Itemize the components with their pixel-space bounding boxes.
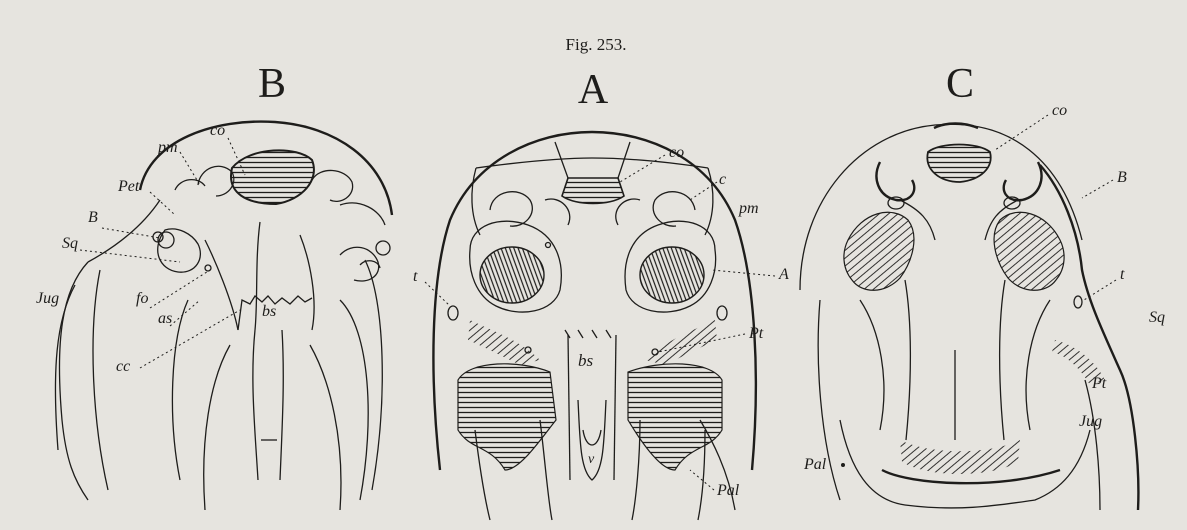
panel-b-letter: B bbox=[258, 61, 286, 107]
panel-a-palate-right bbox=[628, 364, 722, 470]
panel-a-skull-drawing bbox=[433, 132, 755, 520]
panel-c-label-co: co bbox=[1052, 102, 1067, 119]
panel-a-label-c: c bbox=[719, 171, 726, 188]
panel-a-right-orbit bbox=[640, 247, 704, 303]
panel-c-label-sq: Sq bbox=[1149, 309, 1165, 326]
panel-b-label-sq: Sq bbox=[62, 235, 78, 252]
panel-a-label-pt: Pt bbox=[748, 325, 764, 342]
panel-b-hatched-region bbox=[231, 150, 314, 204]
panel-c-letter: C bbox=[946, 61, 974, 107]
panel-c-label-jug: Jug bbox=[1079, 413, 1102, 430]
panel-b-label-pet: Pet bbox=[117, 178, 140, 195]
panel-b-label-b: B bbox=[88, 209, 98, 226]
panel-a-hatched-region bbox=[562, 178, 624, 204]
panel-a-label-t: t bbox=[413, 268, 418, 285]
panel-a-label-a: A bbox=[778, 266, 789, 283]
panel-b-label-jug: Jug bbox=[36, 290, 59, 307]
panel-c-label-b: B bbox=[1117, 169, 1127, 186]
panel-b-skull-drawing bbox=[55, 122, 392, 510]
panel-b-label-pm: pm bbox=[157, 139, 178, 156]
panel-c-label-t: t bbox=[1120, 266, 1125, 283]
panel-b-label-cc: cc bbox=[116, 358, 130, 375]
panel-c-label-pt: Pt bbox=[1091, 375, 1107, 392]
panel-b: B bbox=[36, 61, 392, 510]
panel-a-label-v: v bbox=[588, 452, 595, 467]
figure-title: Fig. 253. bbox=[566, 35, 627, 54]
panel-c-skull-drawing bbox=[800, 124, 1138, 511]
panel-c-label-pal: Pal bbox=[803, 456, 827, 473]
panel-b-label-co: co bbox=[210, 122, 225, 139]
panel-a-label-co: co bbox=[669, 144, 684, 161]
panel-a-letter: A bbox=[578, 67, 609, 113]
panel-a-label-pm: pm bbox=[738, 200, 759, 217]
panel-a: A bbox=[413, 67, 789, 520]
panel-a-label-bs: bs bbox=[578, 351, 594, 370]
panel-c-hatched-region bbox=[927, 145, 990, 183]
panel-b-label-bs: bs bbox=[262, 303, 276, 320]
panel-b-label-fo: fo bbox=[136, 290, 148, 307]
panel-a-palate-left bbox=[458, 364, 556, 470]
panel-a-left-orbit bbox=[480, 247, 544, 303]
panel-c: C bbox=[800, 61, 1165, 510]
panel-a-label-pal: Pal bbox=[716, 482, 740, 499]
panel-b-label-as: as bbox=[158, 310, 172, 327]
